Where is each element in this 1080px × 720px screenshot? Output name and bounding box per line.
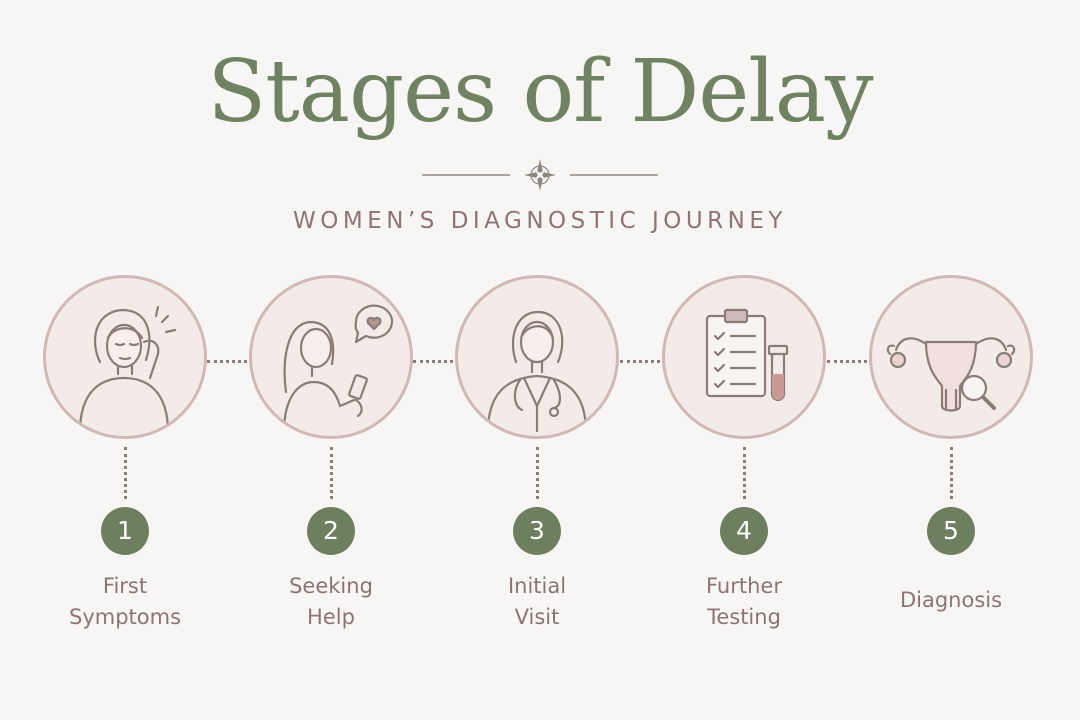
- stage-illustration: [249, 275, 413, 439]
- stage-stem: [123, 447, 127, 499]
- stage-stem: [742, 447, 746, 499]
- stage-label-line: Diagnosis: [899, 588, 1003, 612]
- stage-number-badge: 2: [307, 507, 355, 555]
- woman-headache-icon: [78, 305, 177, 432]
- stage-label: Seeking Help: [246, 571, 416, 633]
- stage-label-line: Seeking: [289, 574, 373, 598]
- stage-label-line: Help: [307, 605, 355, 629]
- stage-label: Diagnosis: [866, 585, 1036, 616]
- stage-initial-visit: 3 Initial Visit: [452, 275, 622, 633]
- connector-line: [827, 360, 867, 363]
- woman-phone-heart-icon: [282, 304, 394, 432]
- stage-label: Further Testing: [659, 571, 829, 633]
- page-subtitle: WOMEN’S DIAGNOSTIC JOURNEY: [293, 208, 787, 234]
- stage-label: Initial Visit: [452, 571, 622, 633]
- stage-label-line: Testing: [707, 605, 781, 629]
- connector-line: [620, 360, 660, 363]
- stage-further-testing: 4 Further Testing: [659, 275, 829, 633]
- clipboard-test-tube-icon: [705, 308, 789, 402]
- stage-label-line: Further: [706, 574, 782, 598]
- stage-illustration: [869, 275, 1033, 439]
- stage-number-badge: 1: [101, 507, 149, 555]
- page-title: Stages of Delay: [207, 42, 873, 142]
- stage-illustration: [455, 275, 619, 439]
- connector-line: [207, 360, 247, 363]
- stage-number-badge: 5: [927, 507, 975, 555]
- stage-number-badge: 4: [720, 507, 768, 555]
- stage-seeking-help: 2 Seeking Help: [246, 275, 416, 633]
- stage-number-badge: 3: [513, 507, 561, 555]
- stage-label-line: Visit: [514, 605, 560, 629]
- stage-label-line: Symptoms: [68, 605, 182, 629]
- stage-stem: [329, 447, 333, 499]
- stage-illustration: [43, 275, 207, 439]
- stage-label: First Symptoms: [40, 571, 210, 633]
- uterus-magnifier-icon: [886, 337, 1016, 412]
- connector-line: [413, 360, 453, 363]
- stage-stem: [949, 447, 953, 499]
- compass-star-icon: [524, 159, 556, 191]
- stage-first-symptoms: 1 First Symptoms: [40, 275, 210, 633]
- stage-diagnosis: 5 Diagnosis: [866, 275, 1036, 616]
- stage-label-line: First: [102, 574, 148, 598]
- doctor-stethoscope-icon: [486, 310, 588, 432]
- stage-illustration: [662, 275, 826, 439]
- stage-label-line: Initial: [507, 574, 567, 598]
- stage-stem: [535, 447, 539, 499]
- title-divider: [422, 159, 658, 191]
